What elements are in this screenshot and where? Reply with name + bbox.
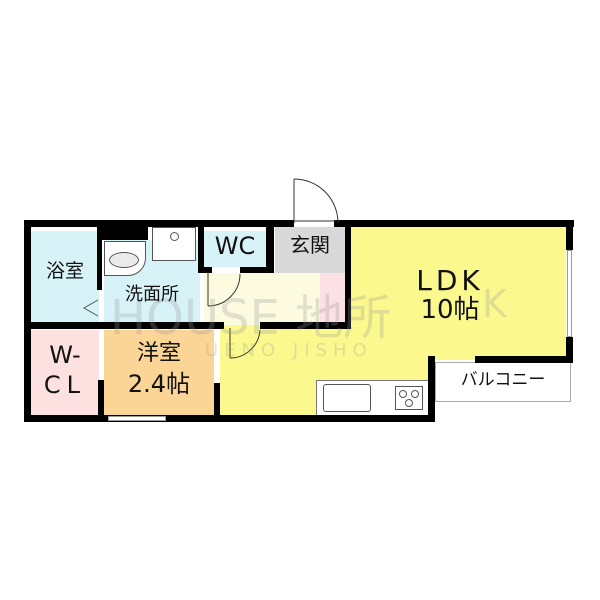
wall-western-ldk — [214, 383, 220, 422]
washroom-label: 洗面所 — [125, 284, 179, 305]
western-room-label: 洋室 — [136, 341, 181, 366]
western-room — [104, 330, 214, 415]
shoe-closet — [320, 273, 345, 325]
wall-top-right — [334, 220, 574, 227]
wall-right-upper — [566, 220, 573, 250]
bathroom — [31, 231, 99, 325]
burner-icon — [399, 390, 407, 398]
wcl-label-line1: W- — [49, 341, 81, 369]
burner-icon — [405, 399, 413, 407]
wc — [204, 231, 266, 267]
wall-bottom — [24, 415, 434, 422]
wall-top-left — [24, 220, 294, 227]
wc-door-icon — [207, 272, 241, 307]
wall-entry-right — [345, 220, 351, 329]
entrance-door-icon — [293, 178, 339, 224]
wall-mid-horizontal — [24, 322, 224, 329]
wall-ldk-kitchen-right — [428, 356, 435, 422]
wall-bath-wash — [97, 220, 102, 290]
bathroom-label: 浴室 — [45, 260, 84, 282]
western-room-size-label: 2.4帖 — [127, 370, 191, 398]
washing-machine-space — [152, 227, 196, 261]
kitchen-sink-icon — [323, 384, 371, 412]
wall-wc-bottom-2 — [240, 267, 274, 273]
window-western-room — [108, 416, 166, 421]
hallway — [204, 273, 320, 325]
bath-door-icon — [82, 299, 99, 317]
wall-wc-left — [198, 220, 204, 273]
ldk-label: LDK — [416, 264, 484, 297]
wall-wcl-western — [98, 380, 104, 422]
wall-wc-bottom — [198, 267, 212, 273]
burner-icon — [411, 390, 419, 398]
wall-right-lower — [566, 337, 573, 363]
balcony-label: バルコニー — [460, 370, 546, 390]
entrance — [275, 227, 345, 273]
wall-left — [24, 220, 31, 422]
drain-icon — [170, 232, 179, 241]
wc-label: WC — [214, 232, 256, 260]
wcl-label-line2: CL — [43, 371, 87, 399]
ldk-size-label: 10帖 — [420, 295, 480, 325]
walk-in-closet — [31, 330, 99, 415]
stove-icon — [395, 386, 423, 410]
entrance-label: 玄関 — [290, 233, 330, 257]
wall-mid-horizontal-2 — [260, 322, 350, 329]
wall-balcony-top — [475, 356, 573, 363]
ldk-door-icon — [229, 328, 261, 359]
washroom-dark-block — [98, 223, 148, 240]
window-ldk-right — [567, 250, 572, 337]
wall-wc-right — [266, 220, 274, 273]
basin-icon — [109, 252, 139, 268]
